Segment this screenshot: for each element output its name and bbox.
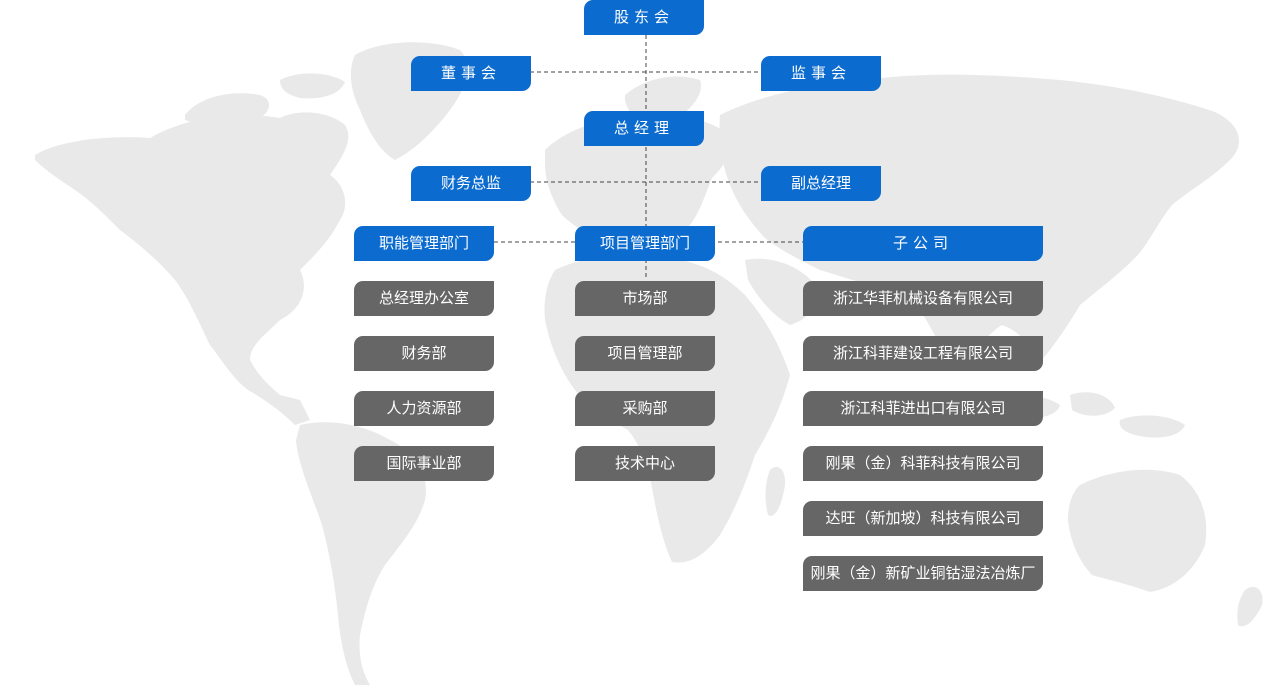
- subsidiary-item[interactable]: 浙江科菲建设工程有限公司: [803, 336, 1043, 371]
- supervisors-node[interactable]: 监事会: [761, 56, 881, 91]
- functional-item[interactable]: 财务部: [354, 336, 494, 371]
- functional-item[interactable]: 总经理办公室: [354, 281, 494, 316]
- project-item[interactable]: 市场部: [575, 281, 715, 316]
- functional-item[interactable]: 国际事业部: [354, 446, 494, 481]
- functional-item[interactable]: 人力资源部: [354, 391, 494, 426]
- subsidiary-item[interactable]: 达旺（新加坡）科技有限公司: [803, 501, 1043, 536]
- finance-director-node[interactable]: 财务总监: [411, 166, 531, 201]
- subsidiary-item[interactable]: 浙江华菲机械设备有限公司: [803, 281, 1043, 316]
- project-dept-node[interactable]: 项目管理部门: [575, 226, 715, 261]
- subsidiaries-node[interactable]: 子公司: [803, 226, 1043, 261]
- project-item[interactable]: 采购部: [575, 391, 715, 426]
- deputy-gm-node[interactable]: 副总经理: [761, 166, 881, 201]
- board-node[interactable]: 董事会: [411, 56, 531, 91]
- functional-dept-node[interactable]: 职能管理部门: [354, 226, 494, 261]
- general-manager-node[interactable]: 总经理: [584, 111, 704, 146]
- subsidiary-item[interactable]: 浙江科菲进出口有限公司: [803, 391, 1043, 426]
- project-item[interactable]: 项目管理部: [575, 336, 715, 371]
- shareholders-node[interactable]: 股东会: [584, 0, 704, 35]
- subsidiary-item[interactable]: 刚果（金）新矿业铜钴湿法冶炼厂: [803, 556, 1043, 591]
- subsidiary-item[interactable]: 刚果（金）科菲科技有限公司: [803, 446, 1043, 481]
- project-item[interactable]: 技术中心: [575, 446, 715, 481]
